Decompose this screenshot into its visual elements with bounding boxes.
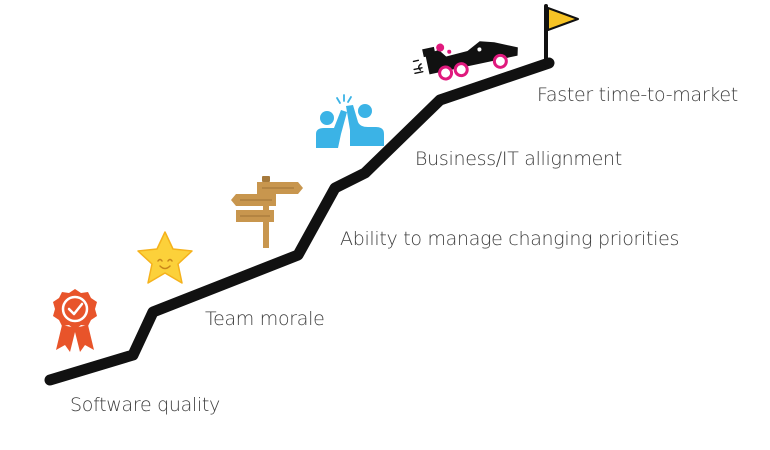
- award-ribbon-icon: [53, 289, 97, 352]
- milestone-label-changing-priorities: Ability to manage changing priorities: [340, 228, 680, 250]
- high-five-icon: [316, 94, 384, 148]
- journey-path: [44, 57, 555, 386]
- milestone-label-business-it-alignment: Business/IT allignment: [415, 148, 622, 170]
- milestone-label-software-quality: Software quality: [70, 394, 220, 416]
- race-car-icon: [412, 41, 518, 81]
- smiling-star-icon: [137, 231, 193, 284]
- milestone-label-faster-time-to-market: Faster time-to-market: [537, 84, 738, 106]
- signpost-icon: [231, 176, 303, 248]
- finish-flag-icon: [544, 4, 579, 66]
- milestone-label-team-morale: Team morale: [205, 308, 325, 330]
